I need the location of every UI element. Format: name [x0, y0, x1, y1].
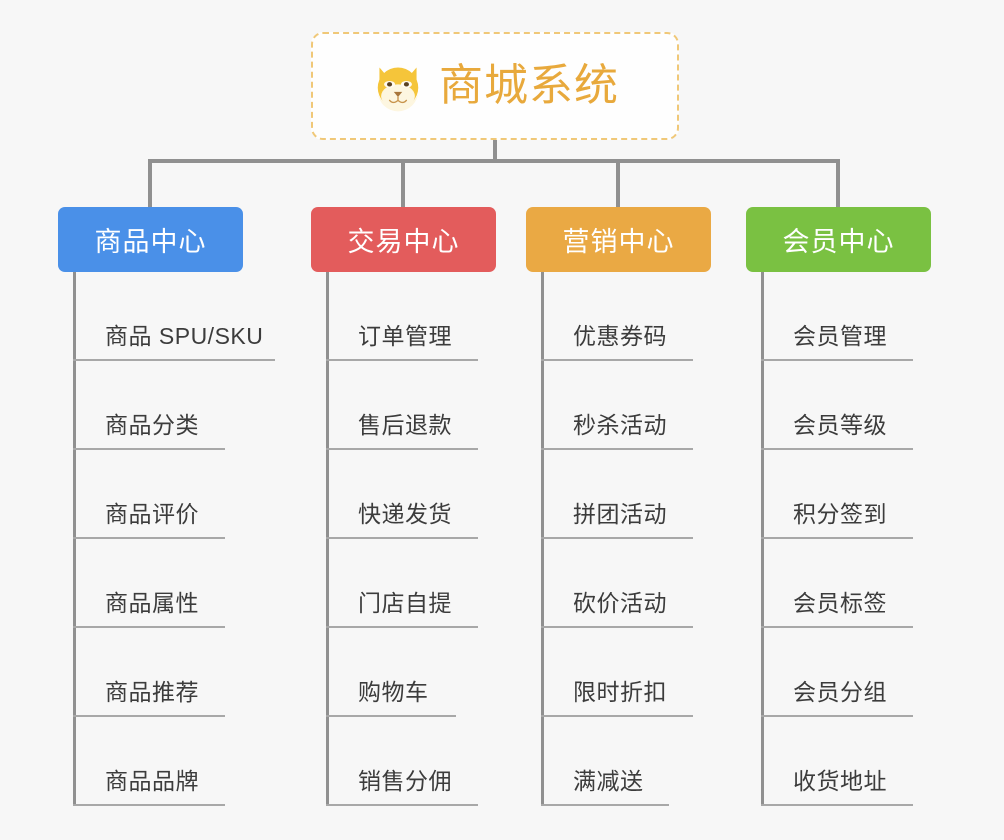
- leaf-item-label: 会员分组: [793, 679, 887, 705]
- leaf-item-label: 会员等级: [793, 412, 887, 438]
- leaf-item-rule: [73, 804, 225, 806]
- column-spine: [326, 272, 329, 806]
- connector-drop-3: [616, 159, 620, 209]
- category-header-label: 商品中心: [94, 227, 207, 257]
- leaf-item-rule: [73, 715, 225, 717]
- connector-drop-4: [836, 159, 840, 209]
- category-header-product-center[interactable]: 商品中心: [58, 207, 243, 272]
- leaf-item-label: 商品评价: [105, 501, 199, 527]
- column-spine: [541, 272, 544, 806]
- leaf-item-rule: [541, 715, 693, 717]
- leaf-item-rule: [73, 359, 275, 361]
- leaf-item-rule: [326, 804, 478, 806]
- leaf-item-rule: [541, 448, 693, 450]
- root-title: 商城系统: [439, 61, 619, 110]
- leaf-item-label: 商品品牌: [105, 768, 199, 794]
- leaf-item-rule: [326, 626, 478, 628]
- leaf-item-rule: [73, 448, 225, 450]
- leaf-item-label: 满减送: [573, 768, 644, 794]
- leaf-item-rule: [541, 537, 693, 539]
- leaf-item-rule: [326, 537, 478, 539]
- category-header-label: 交易中心: [347, 227, 460, 257]
- column-spine: [73, 272, 76, 806]
- category-header-trade-center[interactable]: 交易中心: [311, 207, 496, 272]
- leaf-item-label: 商品 SPU/SKU: [105, 323, 264, 349]
- leaf-item-label: 砍价活动: [573, 590, 667, 616]
- connector-drop-2: [401, 159, 405, 209]
- root-node[interactable]: 商城系统: [311, 32, 679, 140]
- leaf-item-rule: [541, 359, 693, 361]
- column-spine: [761, 272, 764, 806]
- leaf-item-label: 秒杀活动: [573, 412, 667, 438]
- leaf-item-rule: [73, 537, 225, 539]
- connector-horizontal-bus: [148, 159, 840, 163]
- leaf-item-label: 售后退款: [358, 412, 452, 438]
- connector-drop-1: [148, 159, 152, 209]
- category-header-label: 营销中心: [562, 227, 675, 257]
- leaf-item-rule: [541, 626, 693, 628]
- leaf-item-rule: [541, 804, 669, 806]
- leaf-item-rule: [761, 448, 913, 450]
- leaf-item-label: 商品推荐: [105, 679, 199, 705]
- leaf-item-rule: [73, 626, 225, 628]
- leaf-item-rule: [326, 448, 478, 450]
- leaf-item-label: 收货地址: [793, 768, 887, 794]
- leaf-item-label: 购物车: [358, 679, 429, 705]
- dog-face-icon: [371, 59, 425, 113]
- leaf-item-rule: [761, 715, 913, 717]
- leaf-item-label: 商品属性: [105, 590, 199, 616]
- leaf-item-label: 拼团活动: [573, 501, 667, 527]
- leaf-item-rule: [326, 715, 456, 717]
- leaf-item-label: 优惠券码: [573, 323, 667, 349]
- leaf-item-label: 门店自提: [358, 590, 452, 616]
- leaf-item-rule: [761, 804, 913, 806]
- leaf-item-label: 销售分佣: [358, 768, 452, 794]
- leaf-item-rule: [761, 359, 913, 361]
- leaf-item-label: 快递发货: [358, 501, 452, 527]
- leaf-item-label: 商品分类: [105, 412, 199, 438]
- leaf-item-rule: [761, 626, 913, 628]
- leaf-item-label: 积分签到: [793, 501, 887, 527]
- leaf-item-label: 限时折扣: [573, 679, 667, 705]
- category-header-label: 会员中心: [782, 227, 895, 257]
- category-header-marketing-center[interactable]: 营销中心: [526, 207, 711, 272]
- connector-root-stem: [493, 140, 497, 162]
- leaf-item-rule: [761, 537, 913, 539]
- category-header-member-center[interactable]: 会员中心: [746, 207, 931, 272]
- leaf-item-rule: [326, 359, 478, 361]
- leaf-item-label: 会员标签: [793, 590, 887, 616]
- leaf-item-label: 订单管理: [358, 323, 452, 349]
- leaf-item-label: 会员管理: [793, 323, 887, 349]
